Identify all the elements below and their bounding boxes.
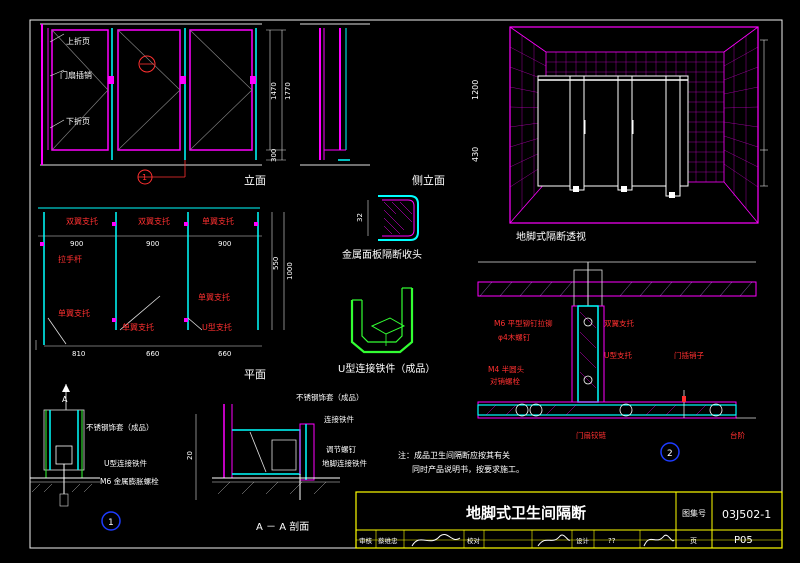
plan-label-single-wing-left: 单翼支托: [58, 308, 90, 318]
plan-label-u-support: U型支托: [202, 322, 232, 332]
u-connector-drawing: [350, 287, 414, 354]
label-lower-hinge: 下折页: [66, 116, 90, 126]
plan-dim-1000: 1000: [286, 262, 294, 280]
detail1-callout-no: 1: [108, 518, 114, 528]
detail2-label-hinge: 门扇铰链: [576, 430, 606, 440]
sheet-title: 地脚式卫生间隔断: [466, 504, 586, 522]
note-line-1: 注：成品卫生间隔断应按其有关: [398, 450, 510, 460]
detail-2-drawing: [477, 261, 757, 462]
detail2-label-bolt: 对销螺栓: [490, 376, 520, 386]
title-block: [355, 491, 783, 549]
atlas-no: 03J502-1: [722, 508, 771, 521]
detail2-label-pvc: φ4木螺钉: [498, 332, 531, 342]
detail1-label-stainless: 不锈钢饰套（成品）: [86, 422, 154, 432]
plan-label-single-wing-bottom: 单翼支托: [122, 322, 154, 332]
detail1-label-u-iron: U型连接铁件: [104, 458, 147, 468]
section-aa-caption: A － A 剖面: [256, 520, 309, 533]
section-aa-dim: 20: [186, 451, 194, 460]
check-label: 校对: [467, 536, 481, 545]
plan-caption: 平面: [244, 368, 266, 381]
perspective-caption: 地脚式隔断透视: [516, 230, 586, 243]
detail1-label-m6: M6 金属膨胀螺栓: [100, 476, 159, 486]
page-label: 页: [690, 537, 697, 545]
note-line-2: 同时产品说明书，按要求施工。: [412, 464, 524, 474]
dim-430: 430: [471, 147, 480, 162]
u-connector-caption: U型连接铁件（成品）: [338, 362, 435, 375]
plan-label-single-wing-right: 单翼支托: [198, 292, 230, 302]
dim-300: 300: [270, 149, 278, 162]
atlas-label: 图集号: [682, 508, 706, 518]
detail2-label-step: 台阶: [730, 430, 745, 440]
plan-dim-660-b: 660: [218, 350, 231, 358]
plan-label-double-wing-2: 双翼支托: [138, 216, 170, 226]
signature-mark: ??: [608, 537, 616, 545]
plan-dim-810: 810: [72, 350, 85, 358]
plan-dim-660-a: 660: [146, 350, 159, 358]
plan-dim-550: 550: [272, 257, 280, 270]
section-aa-label-ground: 地脚连接铁件: [322, 458, 367, 468]
section-aa-label-stainless: 不锈钢饰套（成品）: [296, 392, 364, 402]
detail2-label-m6-rivet: M6 平型铆钉拉铆: [494, 318, 553, 328]
plan-dim-900-c: 900: [218, 240, 231, 248]
detail-1-drawing: [30, 384, 121, 531]
section-aa-label-connect: 连接铁件: [324, 414, 354, 424]
detail2-callout-no: 2: [667, 449, 673, 459]
metal-edge-dim: 32: [356, 213, 364, 222]
section-aa-label-adjust: 调节螺钉: [326, 444, 356, 454]
dim-1470: 1470: [270, 82, 278, 100]
page-no: P05: [734, 535, 753, 546]
detail2-label-double-wing: 双翼支托: [604, 318, 634, 328]
plan-label-double-wing-1: 双翼支托: [66, 216, 98, 226]
elevation-drawing: [40, 23, 286, 185]
side-elevation-drawing: [300, 23, 370, 166]
label-door-lock: 门扇插销: [60, 70, 92, 80]
section-aa-drawing: [195, 404, 340, 500]
label-upper-hinge: 上折页: [66, 36, 90, 46]
metal-edge-caption: 金属面板隔断收头: [342, 248, 422, 261]
perspective-drawing: [509, 26, 768, 224]
metal-edge-drawing: [367, 195, 419, 241]
detail2-label-u-support: U型支托: [604, 350, 632, 360]
detail2-label-door-latch: 门插销子: [674, 350, 704, 360]
plan-dim-900-b: 900: [146, 240, 159, 248]
detail2-label-m4-screw: M4 半圆头: [488, 364, 525, 374]
side-elevation-caption: 侧立面: [412, 173, 445, 187]
dim-1200: 1200: [471, 80, 480, 100]
review-label: 审核: [359, 536, 373, 545]
elevation-caption: 立面: [244, 173, 266, 187]
review-name: 蔡维忠: [378, 536, 398, 545]
elevation-callout-no: 1: [142, 173, 147, 182]
plan-drawing: [35, 207, 285, 350]
dim-1770: 1770: [284, 82, 292, 100]
plan-dim-900-a: 900: [70, 240, 83, 248]
plan-label-single-wing-top: 单翼支托: [202, 216, 234, 226]
detail1-label-a: A: [62, 395, 68, 404]
design-label: 设计: [576, 536, 590, 545]
plan-label-handle: 拉手杆: [58, 254, 82, 264]
